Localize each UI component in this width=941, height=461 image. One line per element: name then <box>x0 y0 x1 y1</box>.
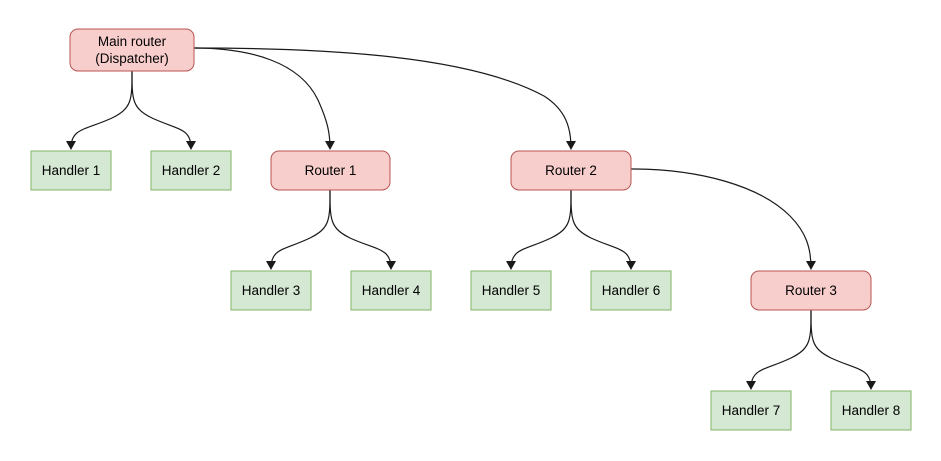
node-handler-1[interactable]: Handler 1 <box>30 150 112 191</box>
node-box[interactable] <box>350 270 432 311</box>
node-box[interactable] <box>510 150 632 191</box>
node-label: Main router(Dispatcher) <box>95 34 169 66</box>
edge-main-to-router-2 <box>193 47 576 150</box>
node-box[interactable] <box>470 270 552 311</box>
node-box[interactable] <box>750 270 872 311</box>
node-label: Handler 5 <box>482 283 541 298</box>
node-label: Router 2 <box>545 163 597 178</box>
arrow-head-icon <box>806 261 816 270</box>
edge-line <box>750 309 812 389</box>
edge-line <box>510 189 572 269</box>
node-label: Handler 4 <box>362 283 421 298</box>
arrow-head-icon <box>746 381 756 390</box>
node-handler-7[interactable]: Handler 7 <box>710 390 792 431</box>
arrow-head-icon <box>626 261 636 270</box>
edge-line <box>329 189 392 269</box>
edge-main-to-handler-1 <box>66 70 133 150</box>
edge-router-2-to-handler-5 <box>506 189 572 270</box>
edge-router-3-to-handler-7 <box>746 309 812 390</box>
node-handler-3[interactable]: Handler 3 <box>230 270 312 311</box>
node-handler-6[interactable]: Handler 6 <box>590 270 672 311</box>
arrow-head-icon <box>866 381 876 390</box>
edge-router-2-to-router-3 <box>630 168 816 270</box>
edge-line <box>70 70 133 149</box>
node-handler-8[interactable]: Handler 8 <box>830 390 912 431</box>
arrow-head-icon <box>66 141 76 150</box>
edge-line <box>570 189 632 269</box>
node-box[interactable] <box>270 150 391 191</box>
node-label: Handler 2 <box>162 163 221 178</box>
edge-main-to-handler-2 <box>131 70 196 150</box>
node-handler-2[interactable]: Handler 2 <box>150 150 232 191</box>
node-box[interactable] <box>590 270 672 311</box>
arrow-head-icon <box>266 261 276 270</box>
node-label: Handler 7 <box>722 403 781 418</box>
nodes-layer: Main router(Dispatcher) Handler 1 Handler … <box>30 28 912 431</box>
edge-line <box>193 47 572 149</box>
node-box[interactable] <box>30 150 112 191</box>
edges-layer <box>66 47 876 390</box>
edge-router-2-to-handler-6 <box>570 189 636 270</box>
edge-line <box>630 168 812 269</box>
node-router-3[interactable]: Router 3 <box>750 270 872 311</box>
edge-line <box>810 309 872 389</box>
edge-router-3-to-handler-8 <box>810 309 876 390</box>
node-handler-5[interactable]: Handler 5 <box>470 270 552 311</box>
arrow-head-icon <box>506 261 516 270</box>
arrow-head-icon <box>186 141 196 150</box>
node-handler-4[interactable]: Handler 4 <box>350 270 432 311</box>
node-box[interactable] <box>710 390 792 431</box>
arrow-head-icon <box>325 141 335 150</box>
node-label: Handler 1 <box>42 163 101 178</box>
node-router-1[interactable]: Router 1 <box>270 150 391 191</box>
node-label: Router 3 <box>785 283 837 298</box>
node-box[interactable] <box>230 270 312 311</box>
arrow-head-icon <box>566 141 576 150</box>
node-main-router[interactable]: Main router(Dispatcher) <box>69 28 195 72</box>
arrow-head-icon <box>386 261 396 270</box>
node-label: Router 1 <box>305 163 357 178</box>
node-label: Handler 8 <box>842 403 901 418</box>
edge-line <box>131 70 192 149</box>
node-box[interactable] <box>69 28 195 72</box>
node-label: Handler 3 <box>242 283 301 298</box>
edge-router-1-to-handler-4 <box>329 189 396 270</box>
node-router-2[interactable]: Router 2 <box>510 150 632 191</box>
edge-line <box>193 47 331 149</box>
node-label: Handler 6 <box>602 283 661 298</box>
node-box[interactable] <box>150 150 232 191</box>
node-box[interactable] <box>830 390 912 431</box>
edge-router-1-to-handler-3 <box>266 189 331 270</box>
edge-main-to-router-1 <box>193 47 335 150</box>
edge-line <box>270 189 331 269</box>
